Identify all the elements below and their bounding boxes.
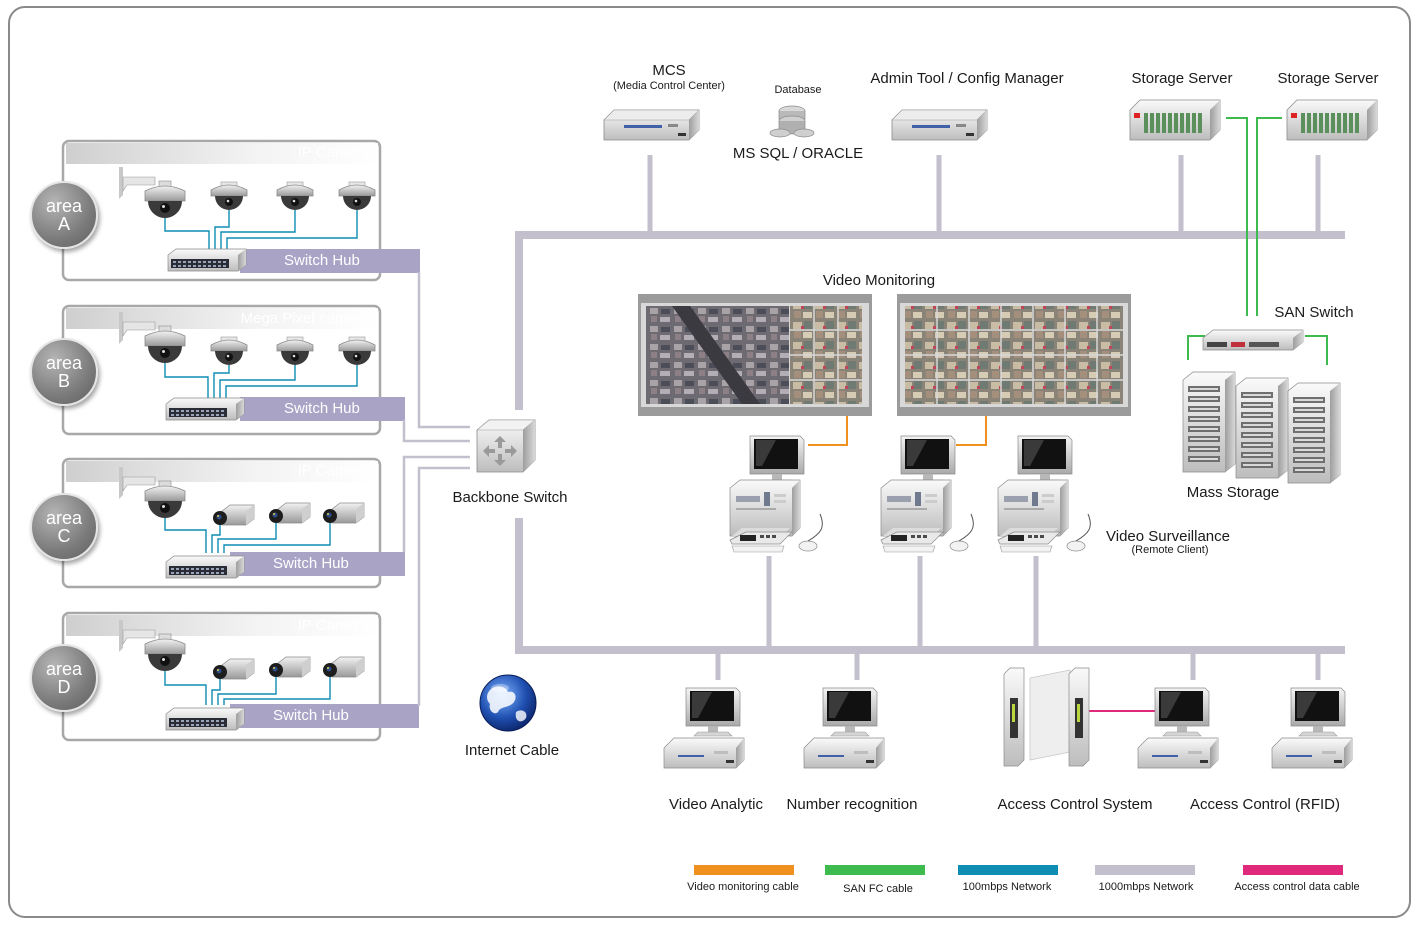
san-switch-label: SAN Switch	[1274, 304, 1354, 321]
legend-1000mbps: 1000mbps Network	[1098, 881, 1194, 893]
area-panels	[61, 139, 420, 742]
backbone-1000mbps	[515, 231, 1345, 654]
video-wall-2	[897, 294, 1131, 416]
video-analytic-label: Video Analytic	[669, 796, 763, 813]
admin-tool-server	[891, 109, 988, 141]
admin-tool-label: Admin Tool / Config Manager	[870, 70, 1064, 87]
legend-swatch-4	[1243, 865, 1343, 875]
area-c-badge: area C	[30, 493, 98, 561]
access-control-system-label: Access Control System	[997, 796, 1153, 813]
area-b-hub-label: Switch Hub	[284, 400, 360, 417]
access-control-rfid-label: Access Control (RFID)	[1189, 796, 1341, 813]
mcs-title: MCS	[652, 62, 686, 79]
area-d-word: area	[45, 659, 83, 679]
area-a-letter: A	[57, 214, 70, 234]
mcs-server	[603, 109, 700, 141]
area-a-hub-label: Switch Hub	[284, 252, 360, 269]
area-a-camera-label: IP Camera	[297, 144, 369, 161]
area-c-word: area	[45, 508, 83, 528]
mass-storage-device	[1182, 371, 1341, 484]
area-b-badge: area B	[30, 338, 98, 406]
mass-storage-label: Mass Storage	[1186, 484, 1280, 501]
hub-uplinks-1000mbps	[402, 272, 470, 706]
area-d-letter: D	[57, 677, 71, 697]
legend-100mbps: 100mbps Network	[962, 881, 1052, 893]
area-a-word: area	[45, 196, 83, 216]
database-title: Database	[774, 84, 822, 96]
camera-wiring-100mbps	[164, 210, 358, 705]
area-d-hub-label: Switch Hub	[273, 707, 349, 724]
legend-swatch-3	[1095, 865, 1195, 875]
legend-swatches	[694, 865, 1343, 875]
mcs-subtitle: (Media Control Center)	[613, 80, 725, 92]
legend-swatch-0	[694, 865, 794, 875]
legend-swatch-2	[958, 865, 1058, 875]
storage-server-2-label: Storage Server	[1277, 70, 1379, 87]
internet-globe-icon	[479, 674, 537, 732]
area-c-camera-label: IP Camera	[297, 462, 369, 479]
video-monitoring-label: Video Monitoring	[822, 272, 936, 289]
area-d-badge: area D	[30, 644, 98, 712]
video-monitoring-cable	[808, 416, 987, 446]
area-c-hub-label: Switch Hub	[273, 555, 349, 572]
access-control-gates	[1003, 667, 1090, 767]
legend-access-control: Access control data cable	[1234, 881, 1360, 893]
area-b-camera-label: Mega Pixel camera	[240, 310, 369, 327]
storage-server-1	[1129, 99, 1221, 141]
storage-server-2	[1286, 99, 1378, 141]
san-fc-cable	[1187, 117, 1328, 365]
backbone-switch-device	[476, 419, 536, 473]
video-wall-1	[638, 294, 872, 416]
internet-cable-label: Internet Cable	[464, 742, 560, 759]
legend-video-monitoring: Video monitoring cable	[687, 881, 799, 893]
san-switch-device	[1202, 329, 1304, 351]
area-b-letter: B	[57, 371, 70, 391]
video-surveillance-title: Video Surveillance	[1106, 528, 1230, 545]
backbone-switch-label: Backbone Switch	[452, 489, 568, 506]
backbone-drops-1000mbps	[647, 155, 1321, 680]
database-icon	[769, 105, 815, 138]
legend-swatch-1	[825, 865, 925, 875]
area-d-camera-label: IP Camera	[297, 617, 369, 634]
area-a-badge: area A	[30, 181, 98, 249]
number-recognition-label: Number recognition	[786, 796, 918, 813]
video-surveillance-subtitle: (Remote Client)	[1131, 544, 1209, 556]
database-subtitle: MS SQL / ORACLE	[732, 145, 864, 162]
storage-server-1-label: Storage Server	[1131, 70, 1233, 87]
area-c-letter: C	[57, 526, 71, 546]
area-b-word: area	[45, 353, 83, 373]
legend-san-fc: SAN FC cable	[843, 883, 913, 895]
